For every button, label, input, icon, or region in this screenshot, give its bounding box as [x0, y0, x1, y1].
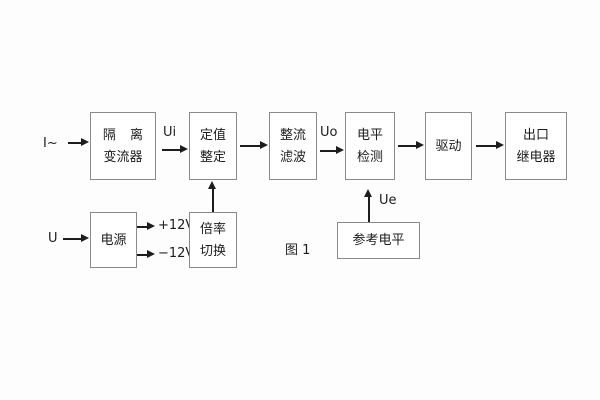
- figure-caption: 图 1: [285, 243, 311, 258]
- block-drive-line1: 驱动: [435, 138, 462, 154]
- block-output-relay-line1: 出口: [522, 127, 549, 143]
- arrow-voltage-to-power-supply: [63, 234, 90, 243]
- block-multiplier-switch: 倍率 切换: [189, 212, 237, 268]
- block-output-relay-line2: 继电器: [516, 149, 556, 165]
- block-multiplier-switch-line2: 切换: [199, 243, 226, 259]
- rail-negative-label: −12V: [158, 246, 195, 261]
- block-setting-value: 定值 整定: [189, 112, 237, 180]
- arrow-rail-negative: [137, 250, 156, 259]
- arrow-drive-to-output-relay: [476, 141, 505, 150]
- ui-signal-label: Ui: [163, 125, 177, 140]
- arrow-setting-value-to-rectify-filter: [240, 141, 269, 150]
- block-level-detect: 电平 检测: [345, 112, 395, 180]
- current-input-label: I~: [43, 136, 58, 151]
- arrow-rail-positive: [137, 222, 156, 231]
- arrow-multiplier-switch-to-setting-value: [208, 181, 217, 212]
- arrow-isolation-ct-to-setting-value: [162, 145, 189, 154]
- voltage-input-label: U: [48, 231, 58, 246]
- block-power-supply-line1: 电源: [100, 232, 127, 248]
- arrow-rectify-filter-to-level-detect: [320, 146, 345, 155]
- block-rectify-filter-line2: 滤波: [279, 149, 306, 165]
- block-reference-level-line1: 参考电平: [352, 233, 405, 248]
- arrow-current-to-isolation-ct: [68, 138, 89, 147]
- block-setting-value-line1: 定值: [199, 127, 226, 143]
- block-isolation-ct-line1: 隔 离: [102, 127, 149, 143]
- block-setting-value-line2: 整定: [199, 149, 226, 165]
- block-isolation-ct: 隔 离 变流器: [90, 112, 156, 180]
- block-reference-level: 参考电平: [337, 222, 420, 259]
- block-rectify-filter-line1: 整流: [279, 127, 306, 143]
- block-output-relay: 出口 继电器: [505, 112, 567, 180]
- block-drive: 驱动: [425, 112, 472, 180]
- arrow-level-detect-to-drive: [398, 141, 425, 150]
- rail-positive-label: +12V: [158, 218, 195, 233]
- block-power-supply: 电源: [90, 212, 137, 268]
- block-isolation-ct-line2: 变流器: [103, 149, 143, 165]
- arrow-reference-level-to-level-detect: [364, 189, 373, 222]
- block-level-detect-line1: 电平: [356, 127, 383, 143]
- block-multiplier-switch-line1: 倍率: [199, 221, 226, 237]
- block-rectify-filter: 整流 滤波: [269, 112, 317, 180]
- ue-signal-label: Ue: [379, 193, 397, 208]
- uo-signal-label: Uo: [320, 125, 338, 140]
- block-level-detect-line2: 检测: [356, 149, 383, 165]
